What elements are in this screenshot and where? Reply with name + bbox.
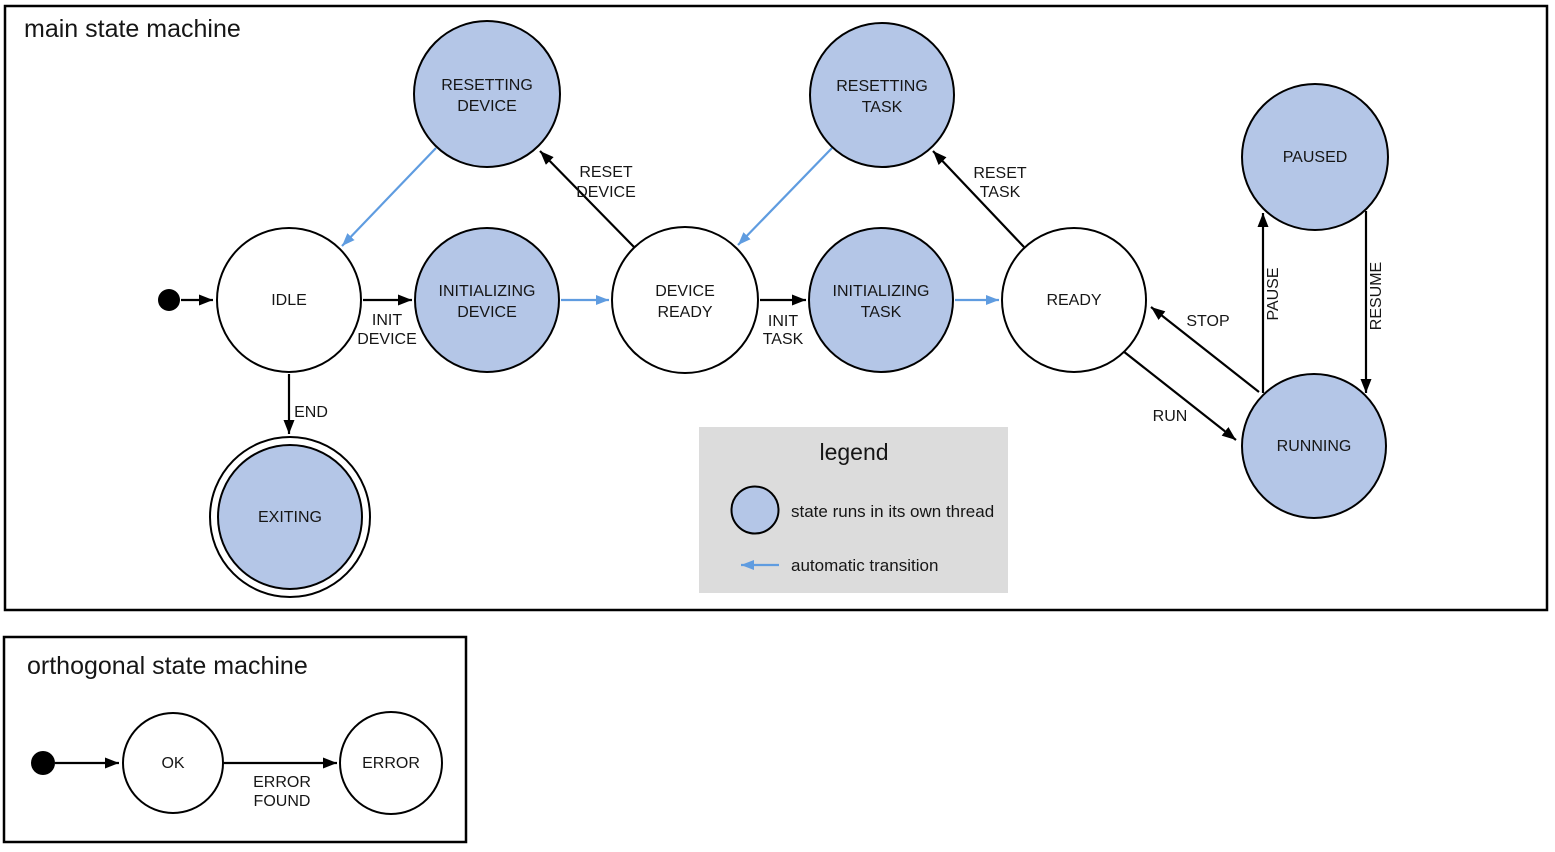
state-resetting-device-circle — [413, 20, 561, 168]
state-error: ERROR — [339, 711, 443, 815]
auto-transition-line-resetting-device-to-idle — [341, 147, 437, 247]
transition-line-run — [1122, 350, 1237, 441]
state-resetting-task-label-line1: RESETTING — [836, 78, 928, 95]
transition-label-error-found-line1: ERROR — [253, 774, 311, 791]
transition-end: END — [283, 374, 328, 434]
state-initializing-task-circle — [808, 227, 954, 373]
state-resetting-task-label-line2: TASK — [862, 99, 903, 116]
state-exiting-circle — [217, 444, 363, 590]
orthogonal-panel-border — [2, 635, 468, 844]
state-exiting: EXITING — [209, 436, 371, 598]
main-panel-border — [3, 4, 1549, 612]
state-resetting-device: RESETTING DEVICE — [413, 20, 561, 168]
transition-label-reset-device-line2: DEVICE — [576, 184, 636, 201]
transition-label-init-task-line2: TASK — [763, 331, 804, 348]
legend-auto-transition-label: automatic transition — [791, 556, 938, 575]
state-paused: PAUSED — [1241, 83, 1389, 231]
state-device-ready: DEVICE READY — [611, 226, 759, 374]
state-initializing-device-label-line1: INITIALIZING — [439, 283, 536, 300]
transition-run: RUN — [1122, 350, 1237, 441]
state-error-label: ERROR — [362, 755, 420, 772]
state-device-ready-circle — [611, 226, 759, 374]
state-idle-label: IDLE — [271, 292, 307, 309]
transition-label-run: RUN — [1153, 408, 1188, 425]
state-ready: READY — [1001, 227, 1147, 373]
transition-line-reset-task — [932, 150, 1025, 248]
transition-label-stop: STOP — [1186, 313, 1229, 330]
transition-error-found: ERROR FOUND — [224, 757, 337, 810]
orthogonal-state-machine-panel: orthogonal state machine ERROR FOUND OK … — [2, 635, 468, 844]
state-device-ready-label-line1: DEVICE — [655, 283, 715, 300]
transition-label-init-device-line2: DEVICE — [357, 331, 417, 348]
state-device-ready-label-line2: READY — [657, 304, 712, 321]
state-paused-label: PAUSED — [1283, 149, 1348, 166]
transition-label-pause: PAUSE — [1265, 267, 1282, 320]
state-resetting-task: RESETTING TASK — [809, 22, 955, 168]
state-initializing-device-circle — [414, 227, 560, 373]
orthogonal-initial-state-dot — [31, 751, 55, 775]
state-paused-circle — [1241, 83, 1389, 231]
legend-title: legend — [819, 439, 888, 465]
main-state-machine-panel: main state machine INIT DEVICE END RESET… — [3, 4, 1549, 612]
state-initializing-device: INITIALIZING DEVICE — [414, 227, 560, 373]
legend: legend state runs in its own thread auto… — [699, 427, 1008, 593]
transition-init-task: INIT TASK — [760, 294, 806, 348]
transition-label-reset-task-line2: TASK — [980, 184, 1021, 201]
state-running: RUNNING — [1241, 373, 1387, 519]
transition-label-reset-device-line1: RESET — [579, 164, 633, 181]
transition-label-reset-task-line1: RESET — [973, 165, 1027, 182]
transition-init-device: INIT DEVICE — [357, 294, 417, 348]
main-panel-title: main state machine — [24, 15, 241, 43]
transition-pause: PAUSE — [1257, 213, 1282, 393]
state-initializing-device-label-line2: DEVICE — [457, 304, 517, 321]
state-initializing-task-label-line1: INITIALIZING — [833, 283, 930, 300]
auto-transition-line-resetting-task-to-device-ready — [737, 147, 833, 246]
transition-reset-task: RESET TASK — [932, 150, 1027, 248]
state-idle: IDLE — [216, 227, 362, 373]
state-ready-circle — [1001, 227, 1147, 373]
transition-label-end: END — [294, 404, 328, 421]
transition-line-reset-device — [539, 150, 635, 248]
transition-reset-device: RESET DEVICE — [539, 150, 636, 248]
transition-label-resume: RESUME — [1368, 262, 1385, 330]
state-ok-circle — [122, 712, 224, 814]
transition-line-stop — [1150, 306, 1260, 393]
state-resetting-device-label-line2: DEVICE — [457, 98, 517, 115]
state-ok: OK — [122, 712, 224, 814]
legend-thread-state-label: state runs in its own thread — [791, 502, 994, 521]
initial-state-dot — [158, 289, 180, 311]
state-error-circle — [339, 711, 443, 815]
state-resetting-task-circle — [809, 22, 955, 168]
state-ready-label: READY — [1046, 292, 1101, 309]
legend-thread-state-icon — [730, 485, 780, 535]
transition-label-error-found-line2: FOUND — [254, 793, 311, 810]
orthogonal-initial-state — [31, 751, 119, 775]
auto-transition-resetting-device-to-idle — [341, 147, 437, 247]
state-running-circle — [1241, 373, 1387, 519]
state-initializing-task-label-line2: TASK — [861, 304, 902, 321]
transition-stop: STOP — [1150, 306, 1260, 393]
transition-label-init-task-line1: INIT — [768, 313, 798, 330]
transition-label-init-device-line1: INIT — [372, 312, 402, 329]
state-resetting-device-label-line1: RESETTING — [441, 77, 533, 94]
main-initial-state — [158, 289, 213, 311]
orthogonal-panel-title: orthogonal state machine — [27, 652, 308, 680]
transition-resume: RESUME — [1360, 211, 1385, 393]
state-idle-circle — [216, 227, 362, 373]
state-running-label: RUNNING — [1277, 438, 1352, 455]
state-exiting-label: EXITING — [258, 509, 322, 526]
state-ok-label: OK — [161, 755, 184, 772]
state-initializing-task: INITIALIZING TASK — [808, 227, 954, 373]
auto-transition-resetting-task-to-device-ready — [737, 147, 833, 246]
